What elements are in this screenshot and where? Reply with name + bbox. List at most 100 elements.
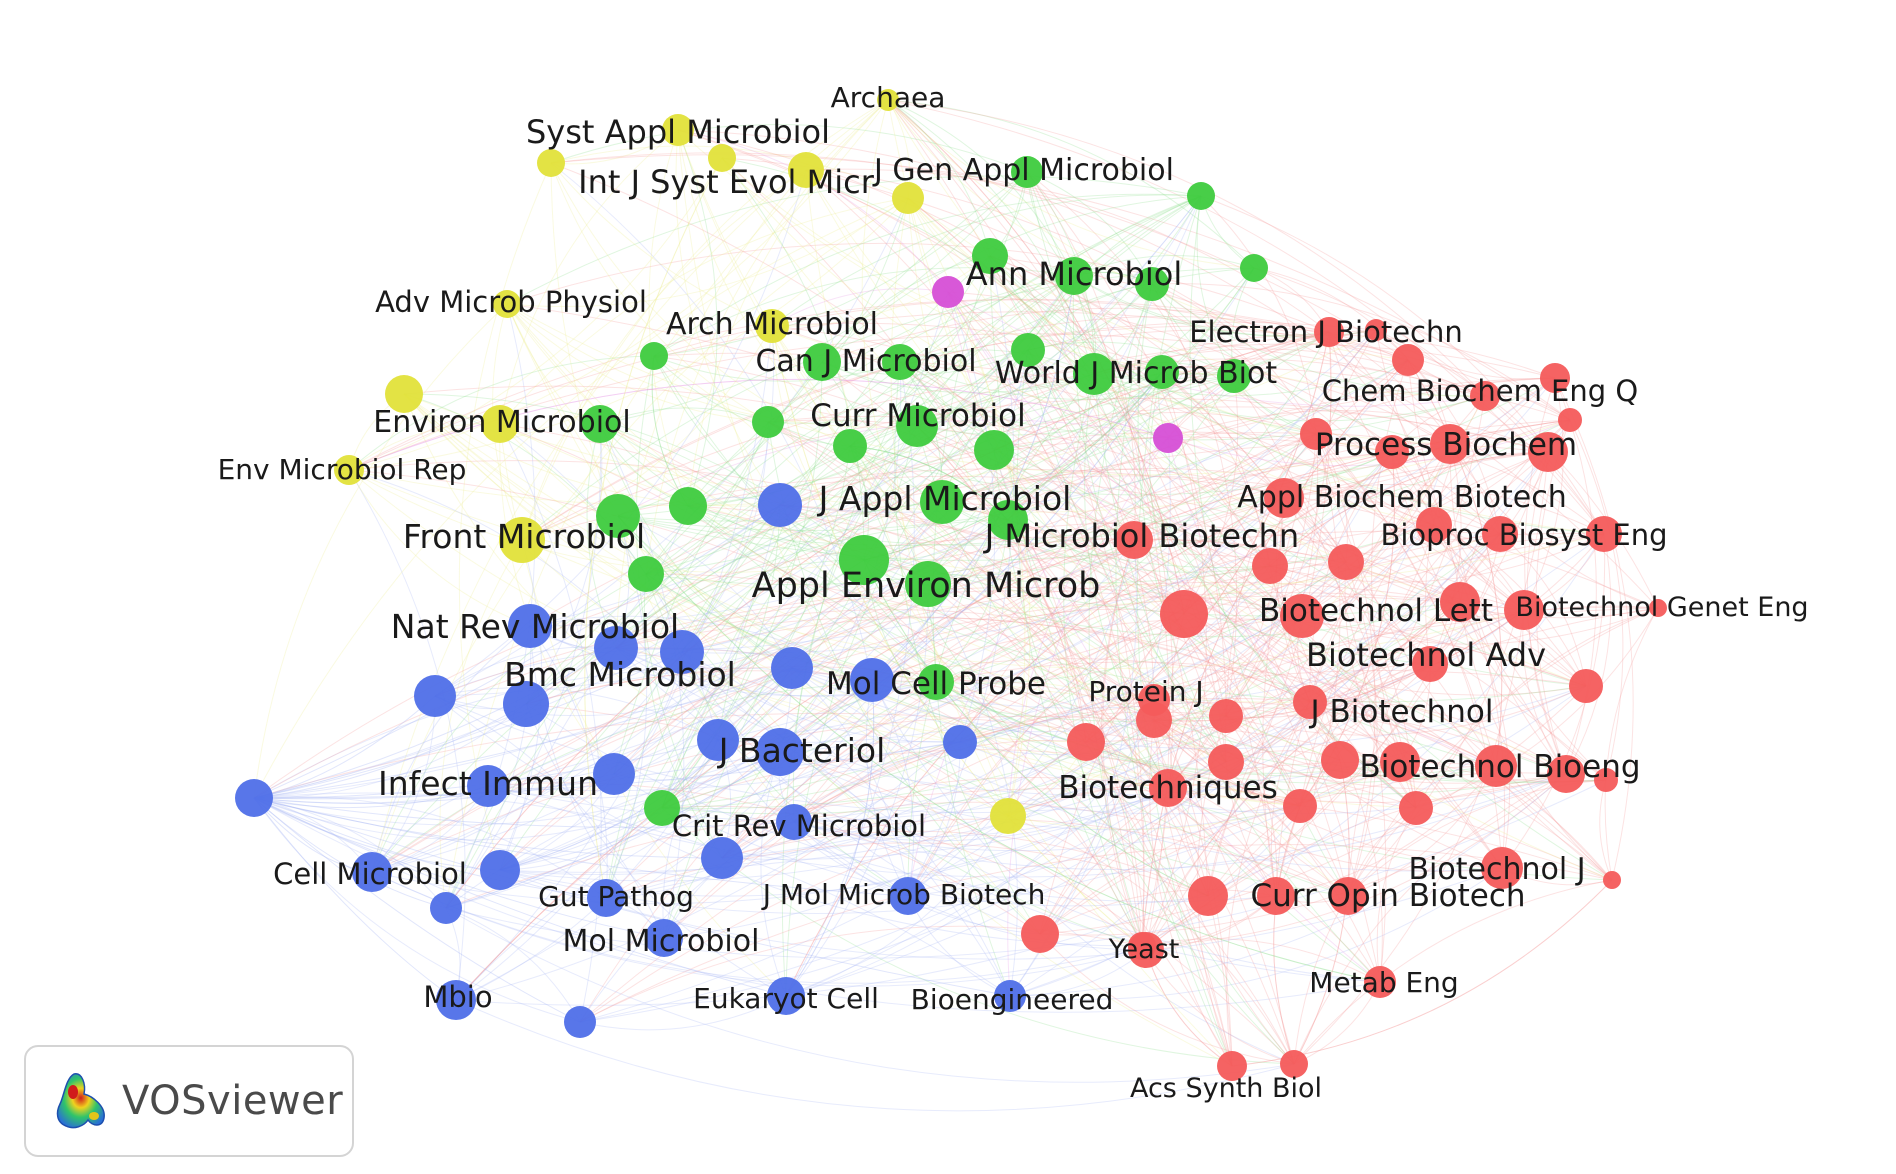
network-node[interactable] xyxy=(994,980,1026,1012)
network-node[interactable] xyxy=(1280,594,1324,638)
network-node[interactable] xyxy=(767,977,805,1015)
network-node[interactable] xyxy=(596,494,640,538)
network-node[interactable] xyxy=(1264,478,1304,518)
network-node[interactable] xyxy=(1528,432,1568,472)
network-node[interactable] xyxy=(1209,699,1243,733)
network-node[interactable] xyxy=(508,604,552,648)
network-node[interactable] xyxy=(892,182,924,214)
network-node[interactable] xyxy=(1073,353,1115,395)
network-node[interactable] xyxy=(850,658,894,702)
network-node[interactable] xyxy=(1365,319,1387,341)
network-node[interactable] xyxy=(1364,966,1396,998)
network-node[interactable] xyxy=(1187,182,1215,210)
network-node[interactable] xyxy=(1470,381,1500,411)
network-node[interactable] xyxy=(537,149,565,177)
network-node[interactable] xyxy=(1569,669,1603,703)
network-node[interactable] xyxy=(1399,791,1433,825)
network-node[interactable] xyxy=(1440,582,1480,622)
network-node[interactable] xyxy=(1293,685,1327,719)
network-node[interactable] xyxy=(882,344,918,380)
network-node[interactable] xyxy=(581,405,619,443)
network-node[interactable] xyxy=(1558,408,1582,432)
network-node[interactable] xyxy=(1067,723,1105,761)
network-node[interactable] xyxy=(467,765,509,807)
network-node[interactable] xyxy=(1011,333,1045,367)
network-node[interactable] xyxy=(645,919,683,957)
network-node[interactable] xyxy=(593,753,635,795)
network-node[interactable] xyxy=(1321,741,1359,779)
network-node[interactable] xyxy=(1412,646,1448,682)
network-node[interactable] xyxy=(776,804,812,840)
network-node[interactable] xyxy=(1649,599,1667,617)
network-node[interactable] xyxy=(1153,423,1183,453)
network-node[interactable] xyxy=(1145,355,1179,389)
network-node[interactable] xyxy=(1328,544,1364,580)
network-node[interactable] xyxy=(1188,876,1228,916)
network-node[interactable] xyxy=(662,114,694,146)
network-node[interactable] xyxy=(1547,755,1585,793)
network-node[interactable] xyxy=(640,342,668,370)
network-node[interactable] xyxy=(1283,789,1317,823)
network-node[interactable] xyxy=(1135,267,1169,301)
network-node[interactable] xyxy=(1252,548,1288,584)
network-node[interactable] xyxy=(889,877,927,915)
network-node[interactable] xyxy=(1540,363,1570,393)
network-node[interactable] xyxy=(839,535,889,585)
network-node[interactable] xyxy=(436,980,476,1020)
network-node[interactable] xyxy=(480,850,520,890)
network-node[interactable] xyxy=(803,343,841,381)
network-node[interactable] xyxy=(669,487,707,525)
network-node[interactable] xyxy=(564,1006,596,1038)
network-node[interactable] xyxy=(1136,702,1172,738)
network-node[interactable] xyxy=(644,790,680,826)
network-node[interactable] xyxy=(905,561,951,607)
network-node[interactable] xyxy=(660,630,704,674)
network-node[interactable] xyxy=(756,728,804,776)
network-node[interactable] xyxy=(1329,877,1367,915)
network-node[interactable] xyxy=(628,556,664,592)
network-node[interactable] xyxy=(1481,847,1523,889)
network-node[interactable] xyxy=(833,429,867,463)
network-node[interactable] xyxy=(503,681,549,727)
network-node[interactable] xyxy=(1217,359,1251,393)
network-node[interactable] xyxy=(1160,590,1208,638)
network-node[interactable] xyxy=(990,798,1026,834)
network-node[interactable] xyxy=(920,480,964,524)
network-node[interactable] xyxy=(414,675,456,717)
network-node[interactable] xyxy=(1128,932,1156,960)
network-node[interactable] xyxy=(1375,435,1409,469)
network-node[interactable] xyxy=(1594,768,1618,792)
network-node[interactable] xyxy=(918,664,954,700)
network-node[interactable] xyxy=(1586,516,1622,552)
network-node[interactable] xyxy=(1280,1050,1308,1078)
network-node[interactable] xyxy=(1504,590,1544,630)
network-node[interactable] xyxy=(499,517,545,563)
network-node[interactable] xyxy=(752,406,784,438)
network-node[interactable] xyxy=(1300,418,1332,450)
network-node[interactable] xyxy=(988,500,1028,540)
network-node[interactable] xyxy=(697,719,739,761)
network-node[interactable] xyxy=(972,238,1008,274)
network-node[interactable] xyxy=(708,144,736,172)
network-node[interactable] xyxy=(1055,257,1093,295)
network-node[interactable] xyxy=(1603,871,1621,889)
network-node[interactable] xyxy=(758,483,802,527)
network-node[interactable] xyxy=(235,779,273,817)
network-node[interactable] xyxy=(771,647,813,689)
network-node[interactable] xyxy=(385,375,423,413)
network-node[interactable] xyxy=(1475,745,1517,787)
network-node[interactable] xyxy=(594,626,638,670)
network-node[interactable] xyxy=(896,405,938,447)
network-node[interactable] xyxy=(1021,915,1059,953)
network-node[interactable] xyxy=(1430,424,1470,464)
network-node[interactable] xyxy=(1208,744,1244,780)
network-node[interactable] xyxy=(1416,507,1452,543)
network-node[interactable] xyxy=(352,852,392,892)
network-node[interactable] xyxy=(481,405,519,443)
network-node[interactable] xyxy=(334,455,364,485)
network-node[interactable] xyxy=(1011,156,1043,188)
network-node[interactable] xyxy=(1217,1051,1247,1081)
network-node[interactable] xyxy=(932,276,964,308)
network-node[interactable] xyxy=(1240,254,1268,282)
network-node[interactable] xyxy=(430,892,462,924)
